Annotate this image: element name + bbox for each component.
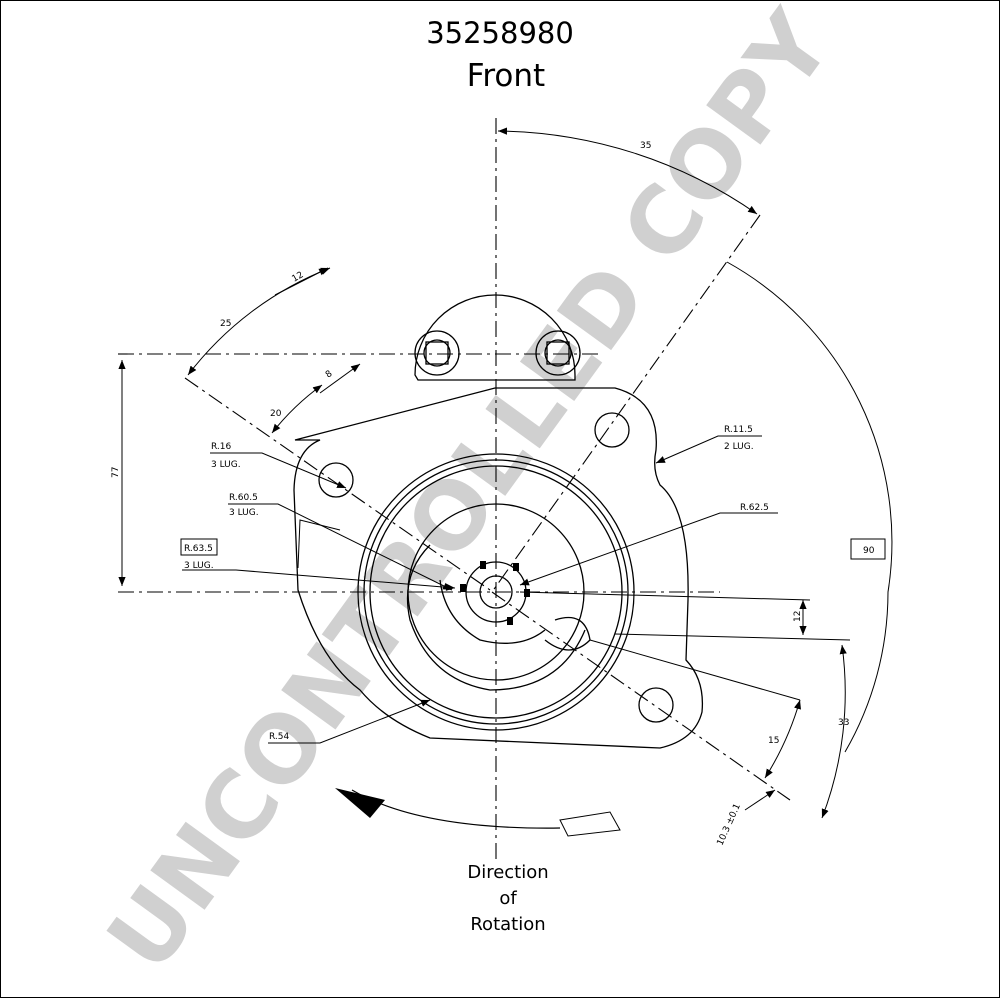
dimension-lines bbox=[118, 127, 893, 819]
outer-ring bbox=[357, 453, 635, 731]
dim-15-arc bbox=[764, 699, 801, 779]
bolt-hole-1 bbox=[414, 330, 460, 376]
dim-12-right-text: 12 bbox=[793, 611, 803, 622]
dim-77-text: 77 bbox=[111, 467, 121, 478]
lug-hole-left bbox=[318, 462, 354, 498]
rotation-label-line-2: of bbox=[499, 888, 517, 909]
view-title: Front bbox=[466, 58, 546, 94]
callout-r60: R.60.5 bbox=[229, 493, 258, 503]
rotation-label-line-3: Rotation bbox=[470, 914, 546, 935]
callout-r16: R.16 bbox=[211, 442, 232, 452]
rotation-arrow bbox=[335, 788, 621, 837]
callout-r54: R.54 bbox=[269, 732, 290, 742]
callout-texts: R.16 3 LUG. R.60.5 3 LUG. R.63.5 3 LUG. … bbox=[184, 425, 769, 742]
part-number-title: 35258980 bbox=[426, 16, 574, 50]
rotation-label-line-1: Direction bbox=[467, 862, 549, 883]
top-bolt-flange bbox=[414, 294, 576, 381]
r63-box bbox=[180, 538, 218, 556]
dim-90-text: 90 bbox=[863, 546, 875, 556]
callout-r11: R.11.5 bbox=[724, 425, 753, 435]
callout-r11-sub: 2 LUG. bbox=[724, 442, 754, 452]
outer-ring-inner bbox=[363, 459, 629, 725]
dim-33-text: 33 bbox=[838, 718, 849, 728]
leader-r54 bbox=[268, 699, 431, 744]
lug-hole-lower-right bbox=[638, 687, 674, 723]
watermark-text: UNCONTROLLED COPY bbox=[87, 0, 853, 990]
leaders bbox=[180, 435, 886, 744]
callout-r62: R.62.5 bbox=[740, 503, 769, 513]
dim-90-arc bbox=[726, 261, 893, 753]
dim-8-text: 8 bbox=[324, 369, 335, 381]
leader-r11 bbox=[655, 435, 762, 464]
pinion-arc bbox=[406, 544, 586, 691]
mounting-flange-outline bbox=[293, 387, 704, 749]
dim-25-text: 25 bbox=[220, 319, 231, 329]
dim-25-arc bbox=[187, 267, 331, 376]
bolt-head-2 bbox=[544, 339, 572, 367]
bolt-head-1 bbox=[423, 339, 451, 367]
lug-hole-upper-right bbox=[594, 412, 630, 448]
rotation-label: Direction of Rotation bbox=[448, 860, 568, 938]
leader-r63 bbox=[182, 569, 456, 591]
rotation-arrowhead bbox=[335, 788, 385, 818]
angle-90-box bbox=[850, 538, 886, 560]
callout-r16-sub: 3 LUG. bbox=[211, 460, 241, 470]
bolt-socket-2 bbox=[546, 341, 570, 365]
bolt-hole-2 bbox=[535, 330, 581, 376]
dim-35-arc bbox=[497, 127, 758, 215]
dim-tol-line bbox=[744, 789, 776, 811]
callout-r63-sub: 3 LUG. bbox=[184, 561, 214, 571]
dim-33-arc bbox=[821, 644, 847, 819]
dim-12-top-text: 12 bbox=[291, 270, 306, 284]
leader-r60 bbox=[228, 503, 453, 591]
dim-15-text: 15 bbox=[768, 736, 779, 746]
dim-20-arc bbox=[271, 384, 323, 434]
centerlines bbox=[118, 118, 791, 860]
dim-20-text: 20 bbox=[270, 409, 282, 419]
callout-r60-sub: 3 LUG. bbox=[229, 508, 259, 518]
bolt-socket-1 bbox=[425, 341, 449, 365]
bolt-holes bbox=[318, 330, 674, 723]
leader-r62 bbox=[519, 512, 778, 586]
shaft-center bbox=[479, 575, 513, 609]
dim-8-line bbox=[319, 363, 361, 394]
dim-63-ext bbox=[297, 519, 341, 569]
diagonal-centerline-upper bbox=[491, 214, 761, 593]
dim-tol-text: 10.3 ±0.1 bbox=[716, 802, 743, 847]
tooth-markers bbox=[460, 561, 530, 625]
gear-arc bbox=[439, 579, 546, 644]
leader-r16 bbox=[210, 452, 347, 489]
dim-35-text: 35 bbox=[640, 141, 651, 151]
pilot-ring bbox=[369, 465, 623, 719]
dim-12-right-ext bbox=[614, 633, 851, 641]
rotation-arrow-tail bbox=[559, 811, 621, 837]
dim-12-top-line bbox=[274, 267, 329, 296]
callout-r63: R.63.5 bbox=[184, 544, 213, 554]
dim-12-right-ext-top bbox=[519, 591, 811, 601]
